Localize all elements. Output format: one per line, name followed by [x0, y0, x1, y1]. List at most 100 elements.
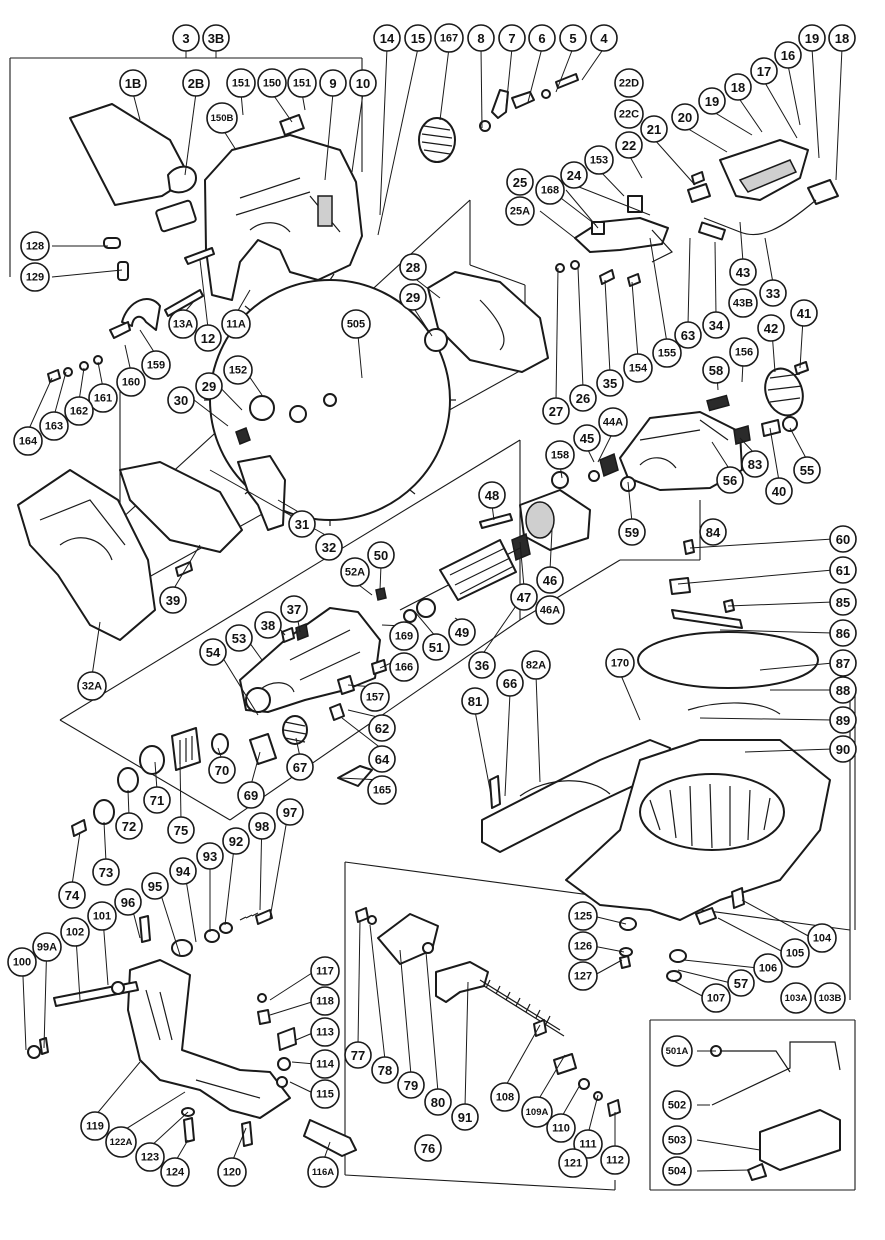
leader-line-143: [560, 1084, 581, 1119]
callout-83: 83: [741, 450, 769, 478]
group-line-6: [469, 264, 526, 286]
callout-label: 28: [406, 260, 420, 275]
part-89-ring: [687, 702, 781, 715]
callout-label: 78: [378, 1063, 392, 1078]
callout-label: 13A: [173, 319, 193, 331]
callout-38: 38: [254, 611, 282, 639]
callout-72: 72: [115, 812, 143, 840]
callout-circle: [226, 68, 256, 98]
callout-label: 33: [766, 286, 780, 301]
callout-76: 76: [414, 1134, 442, 1162]
callout-112: 112: [600, 1145, 630, 1175]
callout-59: 59: [618, 518, 646, 546]
leader-line-17: [351, 92, 364, 173]
callout-label: 92: [229, 834, 243, 849]
callout-label: 104: [813, 933, 832, 945]
callout-circle: [39, 411, 69, 441]
callout-label: 27: [549, 404, 563, 419]
callout-circle: [60, 917, 90, 947]
part-157-clip: [337, 675, 355, 695]
callout-31: 31: [288, 510, 316, 538]
part-114-pin: [277, 1057, 291, 1071]
part-31-guard-plate: [119, 461, 243, 553]
callout-label: 151: [232, 78, 250, 90]
part-44a-holder: [599, 452, 619, 478]
part-58-label: [706, 394, 730, 412]
part-164-screw: [47, 369, 61, 383]
part-29-flange-left: [249, 395, 275, 421]
callout-86: 86: [829, 619, 857, 647]
callout-circle: [640, 115, 668, 143]
callout-label: 101: [93, 911, 111, 923]
callout-circle: [793, 456, 821, 484]
part-4-screw: [555, 73, 579, 89]
callout-36: 36: [468, 651, 496, 679]
part-53-detail: [259, 629, 361, 693]
callout-circle: [116, 367, 146, 397]
callout-label: 121: [564, 1158, 582, 1170]
leader-line-100: [535, 674, 541, 783]
part-109a-knob: [553, 1053, 577, 1075]
callout-circle: [367, 775, 397, 805]
callout-124: 124: [160, 1157, 190, 1187]
callout-circle: [349, 69, 377, 97]
part-105-screw: [695, 907, 717, 925]
callout-label: 6: [538, 31, 545, 46]
part-73-retainer: [93, 799, 115, 825]
callout-circle: [368, 714, 396, 742]
callout-17: 17: [750, 57, 778, 85]
callout-102: 102: [60, 917, 90, 947]
leader-line-146: [94, 1061, 141, 1117]
part-48-screw: [479, 513, 513, 529]
leader-line-25: [811, 47, 820, 159]
callout-circle: [340, 557, 370, 587]
callout-label: 43B: [733, 298, 753, 310]
callout-label: 7: [508, 31, 515, 46]
callout-circle: [702, 311, 730, 339]
callout-circle: [208, 756, 236, 784]
callout-circle: [614, 68, 644, 98]
callout-155: 155: [652, 338, 682, 368]
callout-label: 501A: [666, 1046, 689, 1057]
part-78-washer: [367, 915, 377, 925]
callout-label: 31: [295, 517, 309, 532]
leader-line-90: [677, 569, 834, 585]
callout-label: 98: [255, 819, 269, 834]
callout-circle: [828, 24, 856, 52]
callout-circle: [546, 1113, 576, 1143]
callout-label: 51: [429, 640, 443, 655]
callout-label: 55: [800, 463, 814, 478]
callout-circle: [671, 103, 699, 131]
callout-label: 43: [736, 265, 750, 280]
callout-label: 93: [203, 849, 217, 864]
callout-circle: [404, 24, 432, 52]
part-108-pin: [533, 1019, 547, 1037]
part-26-screw: [599, 269, 615, 285]
part-handle-grip: [738, 159, 798, 193]
callout-circle: [558, 1148, 588, 1178]
callout-label: 71: [150, 793, 164, 808]
leader-line-108: [127, 789, 130, 817]
leader-line-116: [103, 821, 107, 863]
callout-113: 113: [310, 1017, 340, 1047]
leader-line-77: [519, 541, 525, 588]
leader-line-34: [412, 276, 441, 299]
callout-label: 110: [552, 1123, 570, 1135]
callout-circle: [87, 901, 117, 931]
callout-label: 2B: [188, 76, 205, 91]
callout-96: 96: [114, 888, 142, 916]
leader-line-102: [341, 717, 383, 750]
callout-label: 159: [147, 360, 165, 372]
callout-14: 14: [373, 24, 401, 52]
callout-label: 111: [579, 1139, 596, 1151]
part-87-turntable: [637, 631, 819, 689]
callout-46a: 46A: [535, 595, 565, 625]
part-47-fan: [511, 532, 531, 562]
leader-line-154: [696, 1139, 761, 1151]
part-166-screw: [371, 659, 387, 675]
callout-label: 69: [244, 788, 258, 803]
callout-44a: 44A: [598, 407, 628, 437]
callout-75: 75: [167, 816, 195, 844]
callout-circle: [58, 881, 86, 909]
callout-circle: [510, 583, 538, 611]
